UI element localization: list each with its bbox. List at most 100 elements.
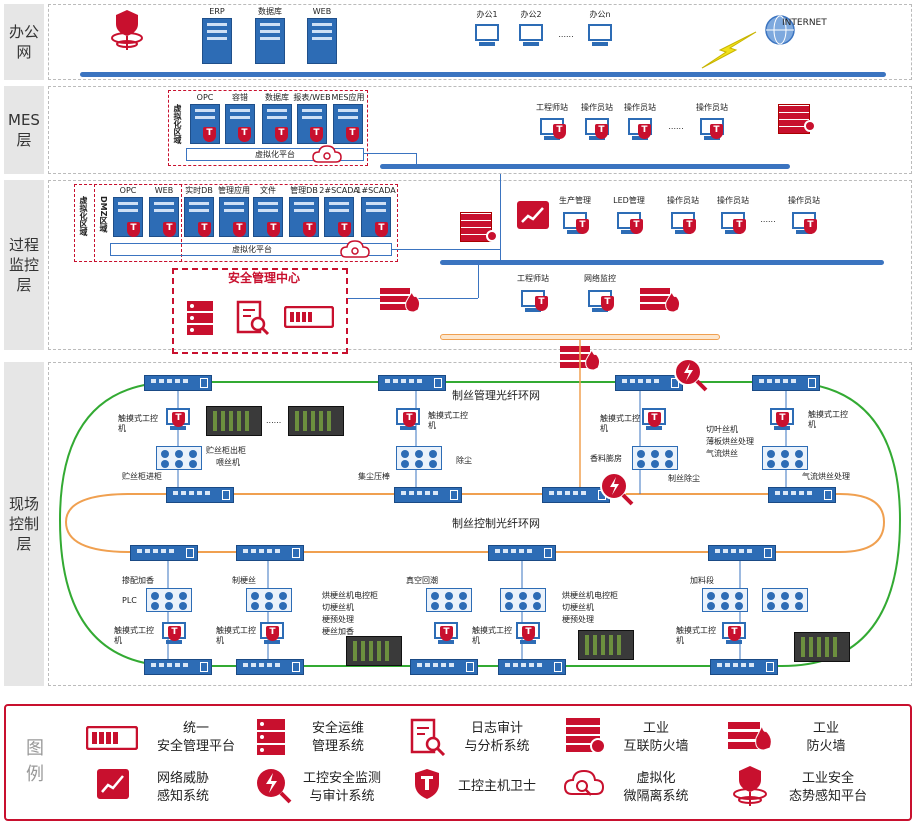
log-audit-icon [236,300,270,336]
process-link-line [392,249,500,250]
server-label: WEB [154,186,174,195]
host-guard-icon: T [163,222,176,237]
host-guard-icon: T [535,296,548,311]
process-orange-bus [440,334,720,340]
legend-label: 虚拟化 微隔离系统 [623,771,689,804]
host-guard-icon: T [733,219,746,234]
legend-label: 工控安全监测 与审计系统 [302,771,381,804]
host-guard-icon: T [638,124,651,139]
device-label: 触摸式工控机 [216,626,256,645]
threat-awareness-icon [97,769,129,799]
network-switch-icon [378,375,446,391]
office-bus [80,72,886,77]
host-guard-icon: T [804,219,817,234]
virtual-platform-label: 虚拟化平台 [232,245,272,254]
station-label: 操作员站 [624,103,656,112]
host-guard-icon [415,769,439,799]
network-switch-icon [710,659,778,675]
zone-frame-process [48,180,912,350]
field-switch-icon [156,446,202,470]
zone-label-mes: MES层 [4,86,44,174]
plc-cabinet-icon [794,632,850,662]
plc-cabinet-icon [288,406,344,436]
host-guard-icon: T [776,412,789,427]
field-switch-icon [762,446,808,470]
host-guard-icon: T [127,222,140,237]
internet-globe-icon [765,15,795,45]
situation-awareness-icon [733,766,767,806]
legend-label: 安全运维 管理系统 [311,721,364,754]
industrial-internet-firewall-icon [566,718,606,754]
zone-frame-mes [48,86,912,174]
plc-cabinet-icon [206,406,262,436]
station-label: 网络监控 [584,274,616,283]
micro-isolation-icon [312,145,342,163]
field-switch-icon [396,446,442,470]
network-switch-icon [752,375,820,391]
internet-firewall-icon [778,104,810,134]
host-guard-icon: T [303,222,316,237]
host-guard-icon: T [375,222,388,237]
server-label: 管理DB [290,186,318,195]
station-label: LED管理 [613,196,645,205]
zone-frame-field [48,362,912,686]
erp-server-icon [202,18,232,64]
micro-isolation-icon [340,240,370,258]
virtual-area-label: 虚拟化区域 [79,196,88,236]
device-label: 触摸式工控机 [118,414,158,433]
device-label: 触摸式工控机 [472,626,512,645]
ring-label-top: 制丝管理光纤环网 [452,389,540,402]
server-label: 容错 [232,93,248,102]
office-pc-icon [517,24,545,48]
server-label: 数据库 [265,93,289,102]
network-switch-icon [166,487,234,503]
legend-label: 工业 防火墙 [806,721,846,754]
host-guard-icon: T [172,412,185,427]
host-guard-icon: T [168,626,181,641]
network-switch-icon [236,659,304,675]
legend-label: 日志审计 与分析系统 [464,721,530,754]
network-switch-icon [236,545,304,561]
process-virtual-area [74,184,398,262]
pc-label: ...... [558,30,574,39]
zone-label-field: 现场控制层 [4,362,44,686]
security-center-box [172,268,348,354]
station-label: 操作员站 [581,103,613,112]
ics-monitor-audit-icon [674,358,708,392]
host-guard-icon: T [601,296,614,311]
dmz-area [94,184,182,262]
server-label: WEB [312,7,332,16]
network-switch-icon [498,659,566,675]
device-label: 触摸式工控机 [114,626,154,645]
zone-label-office: 办公网 [4,4,44,80]
legend-box [4,704,912,821]
pc-label: 办公1 [476,10,498,19]
device-label: 制梗丝 [232,576,256,585]
host-guard-icon: T [728,626,741,641]
station-label: 操作员站 [717,196,749,205]
network-switch-icon [708,545,776,561]
network-switch-icon [488,545,556,561]
legend-label: 工业安全 态势感知平台 [788,771,867,804]
device-label: 制丝除尘 [668,474,700,483]
legend-label: 工业 互联防火墙 [623,721,689,754]
device-label: 掺配加香 [122,576,154,585]
host-guard-icon: T [595,124,608,139]
zone-frame-office [48,4,912,80]
host-guard-icon: T [338,222,351,237]
security-center-label: 安全管理中心 [228,271,301,285]
web-server-icon [307,18,337,64]
plc-cabinet-icon [578,630,634,660]
station-label: 生产管理 [559,196,591,205]
situation-awareness-icon [111,10,143,50]
station-label: 工程师站 [517,274,549,283]
ops-management-icon [257,719,285,755]
host-guard-icon: T [683,219,696,234]
server-label: 报表/WEB [293,93,331,102]
pc-label: 办公2 [520,10,542,19]
host-guard-icon: T [267,222,280,237]
server-label: 管理应用 [218,186,250,195]
device-label: 切叶丝机 薄板烘丝处理 气流烘丝 [706,425,754,458]
station-label: 操作员站 [696,103,728,112]
host-guard-icon: T [198,222,211,237]
